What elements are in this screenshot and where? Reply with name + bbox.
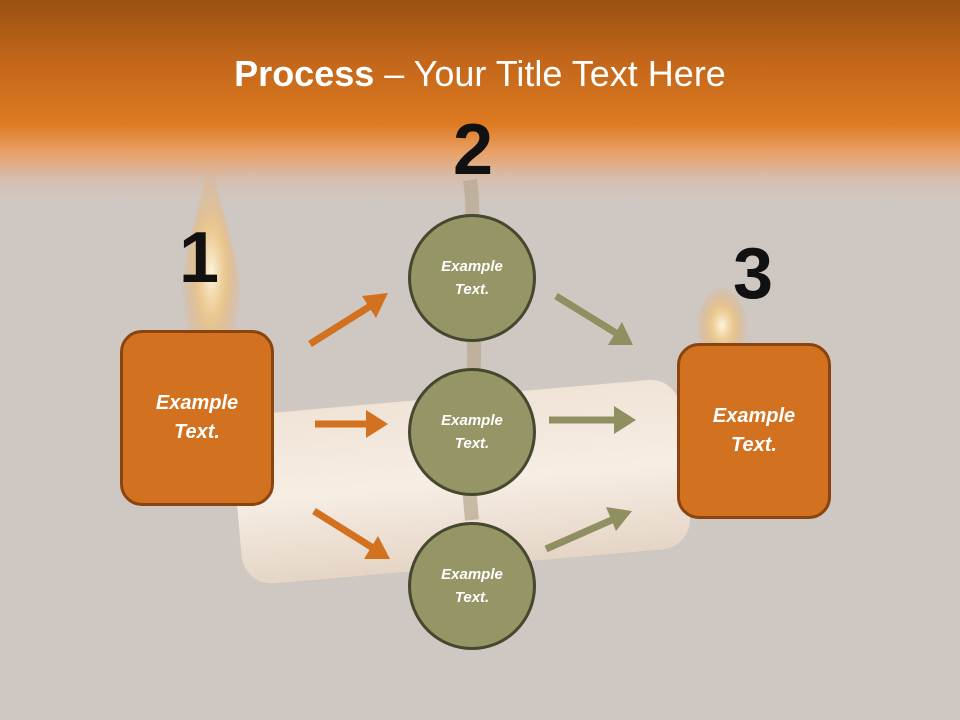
top-circle: Example Text.	[408, 214, 536, 342]
middle-circle: Example Text.	[408, 368, 536, 496]
title-bold: Process	[234, 53, 375, 94]
arrow-right-olive	[549, 406, 636, 434]
left-text-box: Example Text.	[120, 330, 274, 506]
arrow-up-right-olive	[544, 507, 632, 553]
step-number-1: 1	[178, 218, 220, 298]
step-number-3: 3	[732, 234, 774, 314]
right-flame	[696, 278, 748, 358]
page-title: Process – Your Title Text Here	[0, 52, 960, 96]
bottom-circle: Example Text.	[408, 522, 536, 650]
top-circle-text: Example Text.	[441, 258, 503, 298]
right-box-text: Example Text.	[712, 405, 796, 456]
arrow-down-right-olive	[554, 293, 633, 345]
title-band	[0, 0, 960, 200]
arrow-down-right-orange	[312, 508, 390, 559]
left-flame	[180, 150, 243, 354]
left-box-text: Example Text.	[155, 392, 239, 443]
right-text-box: Example Text.	[677, 343, 831, 519]
bottom-circle-text: Example Text.	[441, 566, 503, 606]
arrow-up-right-orange	[308, 293, 388, 347]
step-number-2: 2	[452, 110, 494, 190]
middle-circle-text: Example Text.	[441, 412, 503, 452]
arrow-right-orange	[315, 410, 388, 438]
title-rest: – Your Title Text Here	[374, 53, 726, 94]
